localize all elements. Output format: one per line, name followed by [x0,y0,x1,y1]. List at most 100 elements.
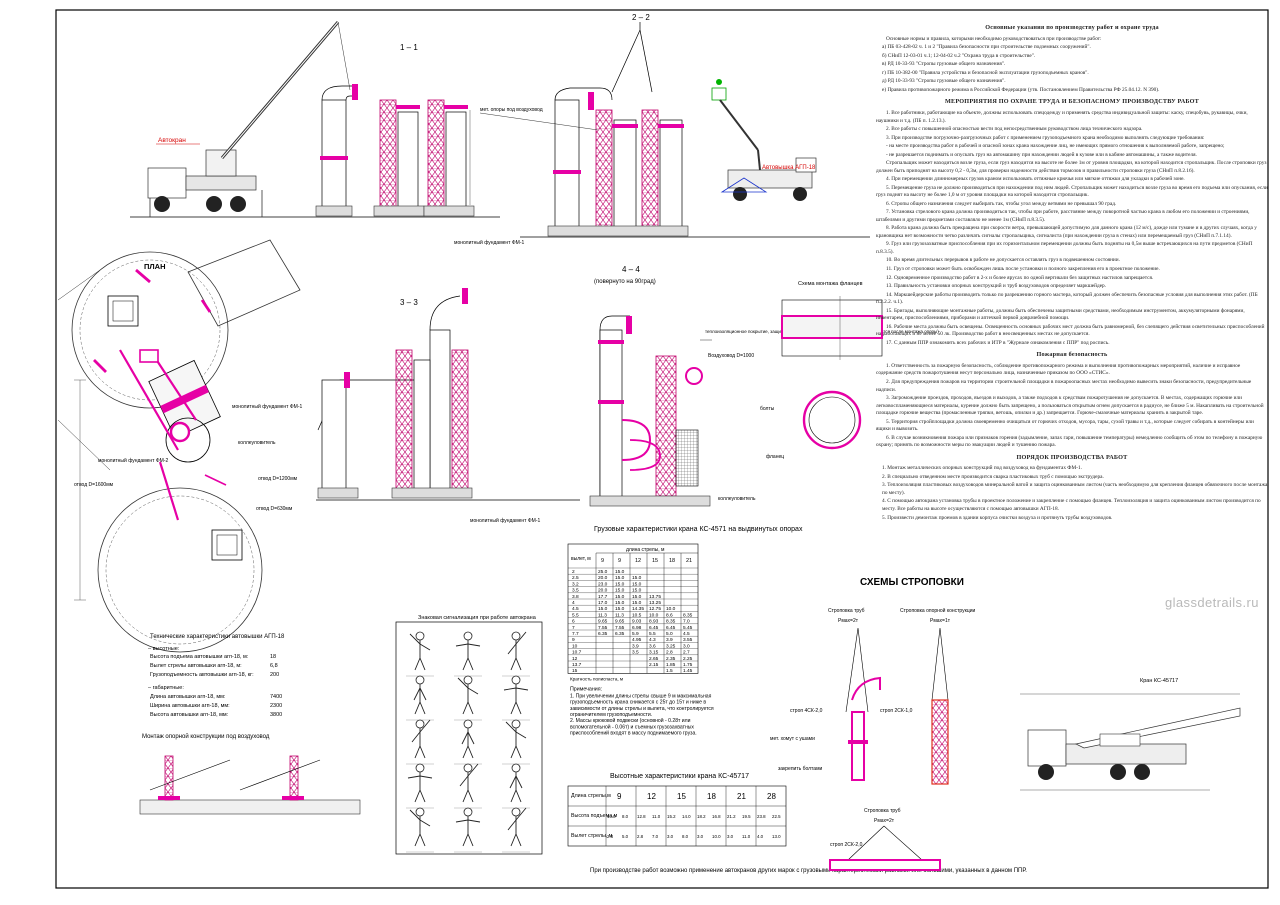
strop-2sk1: строп 2СК-1,0 [880,708,913,714]
load-cell: 1.85 [666,662,676,668]
load-cell: 15.0 [615,569,625,575]
label-plan-fm2: монолитный фундамент ФМ-2 [98,457,168,464]
height-cell: 3.0 [667,834,674,839]
load-cell: 15.0 [632,575,642,581]
signal-figure [406,807,434,853]
height-row-label: Высота подъема,м [571,813,618,819]
load-table: Грузовые характеристики крана КС-4571 на… [567,526,803,737]
sling-support-label: Строповка опорной конструкции [900,607,975,614]
height-boom: 21 [737,792,746,801]
load-cell: 10 [572,643,578,649]
signal-figure [406,763,434,809]
label-plan-collector: коллеуловитель [238,440,276,446]
fire-item-1: 1. Ответственность за пожарную безопасно… [876,362,1241,377]
height-cell: 13.0 [772,834,781,839]
slinging-title: СХЕМЫ СТРОПОВКИ [860,577,964,588]
load-cell: 7.55 [615,625,625,631]
lift-specs: Технические характеристики автовышки АГП… [148,634,285,718]
lift-spec-key: Высота подъема автовышки агп-18, м: [150,654,249,660]
label-flange: фланец [766,454,784,460]
load-cell: 8.35 [683,612,693,618]
load-cell: 13.7 [572,662,582,668]
load-col-head: 9 [618,558,621,564]
height-cell: 12.8 [637,814,646,819]
load-cell: 15.0 [632,594,642,600]
height-cell: 23.8 [757,814,766,819]
load-footer: Кратность полиспаста, м [570,676,623,681]
load-cell: 23.0 [598,581,608,587]
safety-item-6: Стропальщик может находиться возле груза… [876,160,1267,174]
height-cell: 21.2 [727,814,736,819]
load-note-line: грузоподъемность крана снижается с 25т д… [570,700,706,706]
lift-spec-rows: Высота подъема автовышки агп-18, м:18Выл… [148,654,282,718]
height-table: Высотные характеристики крана КС-45717 Д… [567,773,1027,874]
load-cell: 15.0 [632,588,642,594]
signal-figure [406,719,434,765]
crane-ks-45717: Кран КС-45717 [1020,678,1241,791]
notes-h1: Основные указания по производству работ … [985,24,1159,31]
height-cell: 19.5 [742,814,751,819]
load-cell: 13.75 [649,594,661,600]
lift-spec-key: Вылет стрелы автовышки агп-18, м: [150,663,242,669]
load-cell: 10.0 [666,606,676,612]
lift-heights-label: – высотные: [148,646,180,652]
load-cell: 7.7 [572,631,579,637]
height-cell: 2.8 [607,834,614,839]
label-plan-bend630: отвод D=630мм [256,506,293,512]
load-cell: 5.5 [572,612,579,618]
norm-item-1: а) ПБ 03-428-02 ч. 1 и 2 "Правила безопа… [882,44,1091,51]
order-item-5: 5. Произвести демонтаж проемов в здании … [882,514,1113,521]
safety-item-13: 10. Во время длительных перерывов в рабо… [886,257,1120,264]
signal-figure [502,719,530,765]
duct-column-left [315,84,358,217]
signal-figure [502,675,530,721]
load-cell: 15.0 [615,600,625,606]
label-1-1-fm1: монолитный фундамент ФМ-1 [454,239,524,246]
label-duct-1000: Воздуховод D=1000 [708,353,754,359]
label-plan-bend1200: отвод D=1200мм [258,476,298,482]
load-cell: 12.75 [649,606,661,612]
notes-h4: ПОРЯДОК ПРОИЗВОДСТВА РАБОТ [1016,453,1128,461]
load-cell: 3.5 [632,650,639,656]
montage-detail: Монтаж опорной конструкции под воздухово… [139,733,361,815]
signal-figure [406,675,434,721]
load-cell: 9 [572,637,575,643]
notes-panel: Основные указания по производству работ … [876,20,1268,523]
load-cell: 3.9 [632,643,639,649]
order-list: 1. Монтаж металлических опорных конструк… [876,465,1268,522]
bolts-note: закрепить болтами [778,766,823,772]
lift-spec-value: 200 [270,672,279,678]
fire-item-2: 2. Для предупреждения пожаров на террито… [876,378,1252,393]
fire-item-5: 6. В случае возникновения пожара или при… [876,434,1263,449]
load-cell: 20.0 [598,588,608,594]
norms-list: а) ПБ 03-428-02 ч. 1 и 2 "Правила безопа… [876,44,1268,94]
label-sec-3-3: 3 – 3 [400,298,418,307]
height-cell: 8.0 [622,814,629,819]
montage-title: Монтаж опорной конструкции под воздухово… [142,733,270,740]
load-cell: 3.5 [572,588,579,594]
load-cell: 25.0 [598,569,608,575]
signal-figure [454,763,482,809]
order-item-3: 3. Теплоизоляция пластиковых воздуховодо… [882,482,1268,496]
label-support-metal: мет. опоры под воздуховод [480,107,543,113]
order-item-2: 2. В специально отведенном месте произво… [882,473,1104,480]
load-cell: 3.9 [666,637,673,643]
fire-list: 1. Ответственность за пожарную безопасно… [876,363,1268,450]
height-cell: 5.0 [622,834,629,839]
label-bolts: болты [760,406,775,412]
load-cell: 11.3 [615,612,624,618]
safety-item-17: 14. Маркшейдерские работы производить то… [876,291,1258,306]
slinging-schemes: СХЕМЫ СТРОПОВКИ Строповка труб Рмах=2т с… [770,577,975,871]
signal-figure [502,763,530,809]
section-3-3: 3 – 3 монолитный фундамент ФМ-1 монолитн… [316,239,580,524]
load-table-title: Грузовые характеристики крана КС-4571 на… [594,526,803,533]
safety-item-10: 7. Установка стрелового крана должна про… [876,209,1250,223]
signals-title: Знаковая сигнализация при работе автокра… [418,615,537,621]
load-cell: 3.25 [666,643,676,649]
safety-item-18: 15. Бригады, выполняющие монтажные работ… [876,307,1245,322]
lift-spec-key: Длина автовышки агп-18, мм: [150,694,226,700]
notes-intro: Основные нормы и правила, которыми необх… [886,35,1102,42]
safety-item-9: 6. Стропы общего назначения следует выби… [886,200,1117,207]
section-2-2: 2 – 2 мет. опоры под воздуховод Автовышк… [479,13,870,238]
